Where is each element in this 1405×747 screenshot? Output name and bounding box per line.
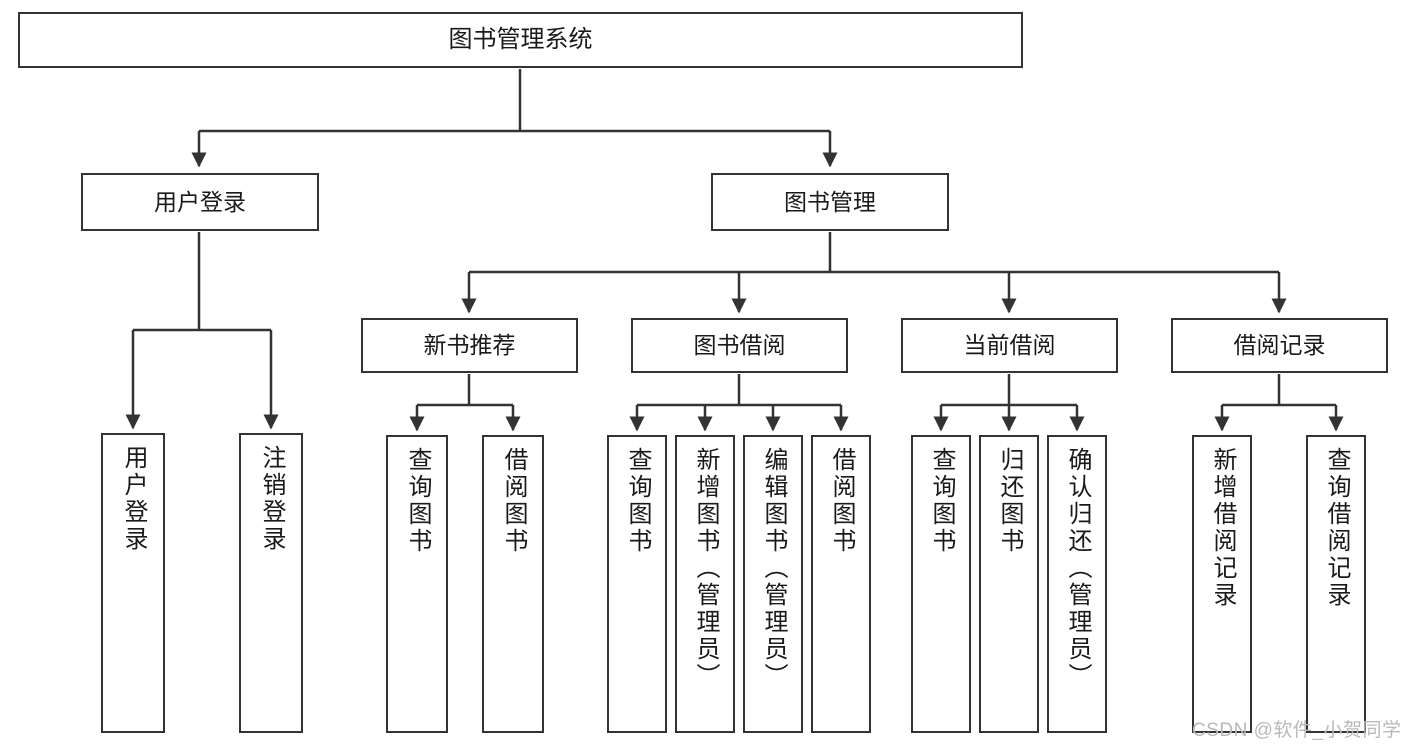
node-user-login-label: 用户登录 [154, 188, 246, 215]
node-root-label: 图书管理系统 [448, 26, 593, 54]
node-leaf-borrow-book-2[interactable]: 借阅图书 [811, 435, 871, 733]
node-leaf-add-borrow-record-label: 新增借阅记录 [1209, 447, 1236, 609]
node-new-book-recommend[interactable]: 新书推荐 [361, 318, 578, 373]
node-leaf-user-login-label: 用户登录 [120, 445, 147, 553]
node-leaf-query-book-2[interactable]: 查询图书 [607, 435, 667, 733]
node-leaf-add-book-admin[interactable]: 新增图书（管理员） [675, 435, 735, 733]
node-new-book-recommend-label: 新书推荐 [423, 332, 516, 359]
node-leaf-query-book-1-label: 查询图书 [404, 447, 431, 555]
node-leaf-confirm-return-admin[interactable]: 确认归还（管理员） [1047, 435, 1107, 733]
node-leaf-return-book-label: 归还图书 [996, 447, 1023, 555]
node-current-borrow[interactable]: 当前借阅 [901, 318, 1118, 373]
node-leaf-return-book[interactable]: 归还图书 [979, 435, 1039, 733]
node-leaf-query-book-2-label: 查询图书 [624, 447, 651, 555]
node-current-borrow-label: 当前借阅 [963, 332, 1056, 359]
node-leaf-logout-login[interactable]: 注销登录 [239, 433, 303, 733]
node-borrow-record-label: 借阅记录 [1233, 332, 1326, 359]
node-leaf-borrow-book-2-label: 借阅图书 [828, 447, 855, 555]
node-leaf-query-borrow-record[interactable]: 查询借阅记录 [1306, 435, 1366, 733]
node-user-login[interactable]: 用户登录 [81, 173, 319, 231]
node-leaf-user-login[interactable]: 用户登录 [101, 433, 165, 733]
node-leaf-borrow-book-1[interactable]: 借阅图书 [482, 435, 544, 733]
node-leaf-logout-login-label: 注销登录 [258, 445, 285, 553]
node-root[interactable]: 图书管理系统 [18, 12, 1023, 68]
node-leaf-borrow-book-1-label: 借阅图书 [500, 447, 527, 555]
node-book-manage-label: 图书管理 [784, 188, 876, 215]
node-leaf-edit-book-admin[interactable]: 编辑图书（管理员） [743, 435, 803, 733]
node-leaf-query-book-3-label: 查询图书 [928, 447, 955, 555]
node-book-manage[interactable]: 图书管理 [711, 173, 949, 231]
node-leaf-query-book-1[interactable]: 查询图书 [386, 435, 448, 733]
node-borrow-record[interactable]: 借阅记录 [1171, 318, 1388, 373]
node-leaf-add-book-admin-label: 新增图书（管理员） [692, 447, 719, 690]
node-leaf-query-book-3[interactable]: 查询图书 [911, 435, 971, 733]
csdn-watermark: CSDN @软件_小贺同学 [1192, 720, 1402, 741]
node-book-borrow[interactable]: 图书借阅 [631, 318, 848, 373]
node-leaf-confirm-return-admin-label: 确认归还（管理员） [1064, 447, 1091, 690]
node-leaf-query-borrow-record-label: 查询借阅记录 [1323, 447, 1350, 609]
node-leaf-edit-book-admin-label: 编辑图书（管理员） [760, 447, 787, 690]
node-leaf-add-borrow-record[interactable]: 新增借阅记录 [1192, 435, 1252, 733]
node-book-borrow-label: 图书借阅 [693, 332, 786, 359]
